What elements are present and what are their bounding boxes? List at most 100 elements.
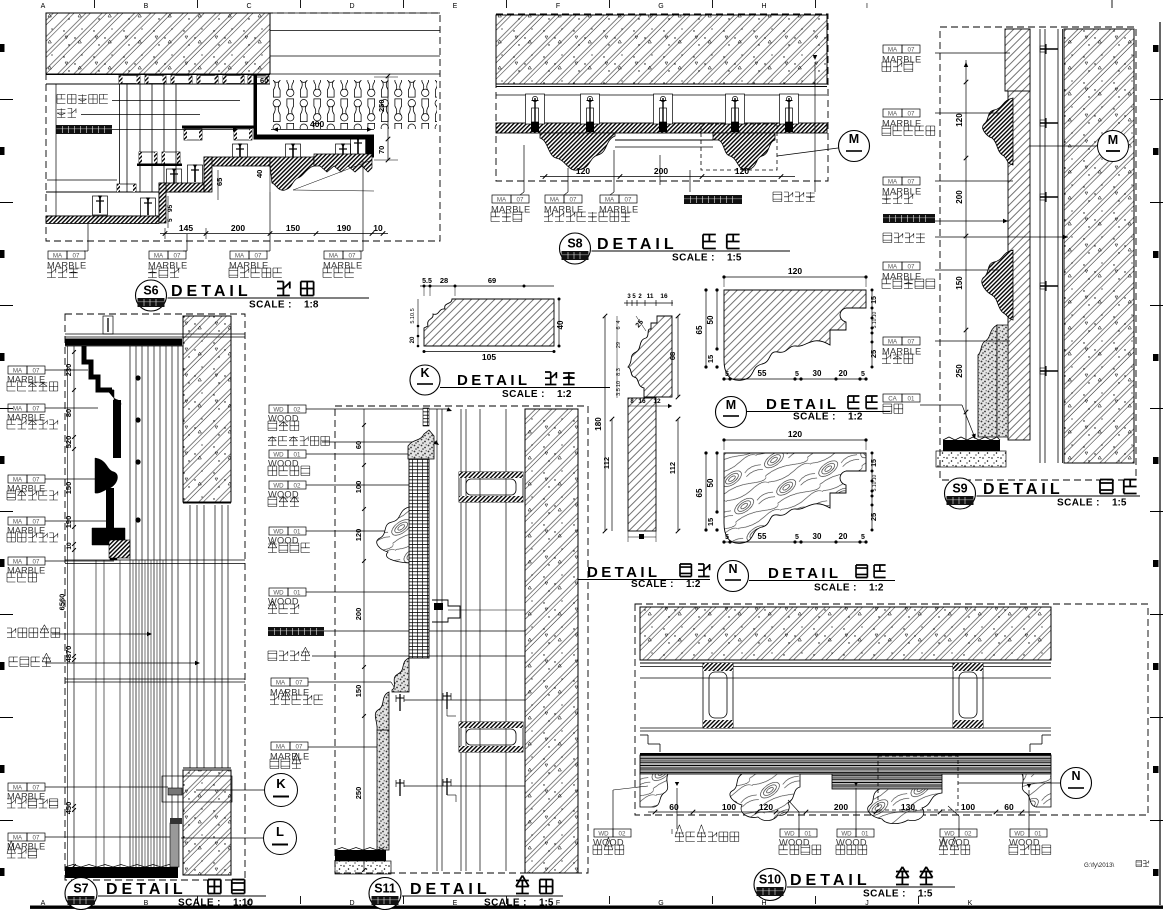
svg-text:65: 65 <box>215 178 224 186</box>
svg-text:01: 01 <box>294 589 301 596</box>
svg-text:MA: MA <box>605 196 615 203</box>
svg-text:5.5: 5.5 <box>422 278 432 285</box>
svg-text:07: 07 <box>908 178 915 185</box>
svg-text:07: 07 <box>33 476 40 483</box>
svg-text:MA: MA <box>888 263 898 270</box>
svg-text:95: 95 <box>167 204 174 212</box>
svg-text:MARBLE: MARBLE <box>270 688 309 698</box>
svg-text:1:8: 1:8 <box>304 300 319 311</box>
svg-text:WOOD: WOOD <box>779 838 810 848</box>
svg-text:WOOD: WOOD <box>268 490 299 500</box>
svg-text:N: N <box>1071 769 1080 783</box>
svg-text:80: 80 <box>64 409 73 417</box>
svg-text:120: 120 <box>788 266 802 276</box>
svg-text:60: 60 <box>260 76 268 85</box>
svg-text:250: 250 <box>354 787 363 800</box>
svg-text:3.5: 3.5 <box>616 388 622 396</box>
svg-text:1:5: 1:5 <box>727 253 742 264</box>
svg-text:12: 12 <box>653 398 661 405</box>
svg-text:1:2: 1:2 <box>869 583 884 594</box>
svg-text:MA: MA <box>329 252 339 259</box>
svg-text:B: B <box>144 3 149 10</box>
svg-text:180: 180 <box>594 417 603 431</box>
svg-text:MA: MA <box>497 196 507 203</box>
svg-text:1:5: 1:5 <box>918 889 933 900</box>
svg-text:60: 60 <box>354 441 363 449</box>
svg-text:WD: WD <box>944 830 955 837</box>
svg-text:15: 15 <box>706 518 715 526</box>
svg-text:MA: MA <box>154 252 164 259</box>
svg-text:G: G <box>658 3 663 10</box>
svg-text:L: L <box>276 824 284 839</box>
svg-text:5: 5 <box>795 371 799 378</box>
svg-text:MARBLE: MARBLE <box>7 526 45 536</box>
svg-text:DETAIL: DETAIL <box>171 283 252 300</box>
svg-text:1:2: 1:2 <box>686 579 701 590</box>
svg-text:11: 11 <box>647 293 654 300</box>
svg-text:07: 07 <box>33 784 40 791</box>
svg-text:01: 01 <box>294 451 301 458</box>
svg-text:15: 15 <box>706 355 715 363</box>
svg-text:8.3: 8.3 <box>616 368 622 376</box>
svg-text:40: 40 <box>556 320 565 329</box>
svg-text:DETAIL: DETAIL <box>768 565 841 582</box>
svg-text:WOOD: WOOD <box>268 536 299 546</box>
svg-text:25: 25 <box>869 350 878 358</box>
svg-text:WD: WD <box>841 830 852 837</box>
svg-text:07: 07 <box>908 110 915 117</box>
svg-text:WD: WD <box>273 406 284 413</box>
svg-text:5: 5 <box>861 534 865 541</box>
svg-text:MA: MA <box>13 518 23 525</box>
svg-text:145: 145 <box>179 223 193 233</box>
svg-text:B: B <box>144 900 149 907</box>
svg-text:25: 25 <box>635 319 645 330</box>
svg-text:A: A <box>41 900 46 907</box>
svg-text:WOOD: WOOD <box>939 838 970 848</box>
svg-text:200: 200 <box>955 190 964 204</box>
svg-text:07: 07 <box>33 405 40 412</box>
svg-text:07: 07 <box>33 558 40 565</box>
svg-text:07: 07 <box>570 196 577 203</box>
svg-text:SCALE :: SCALE : <box>502 389 545 400</box>
svg-text:250: 250 <box>955 364 964 378</box>
svg-text:3: 3 <box>627 294 631 300</box>
svg-text:SCALE :: SCALE : <box>249 300 292 311</box>
svg-text:G: G <box>658 900 663 907</box>
svg-text:120: 120 <box>788 429 802 439</box>
svg-text:DETAIL: DETAIL <box>410 881 491 898</box>
svg-text:WD: WD <box>273 589 284 596</box>
svg-text:I: I <box>866 3 868 10</box>
svg-text:16: 16 <box>660 293 668 300</box>
svg-text:01: 01 <box>294 528 301 535</box>
svg-text:07: 07 <box>33 834 40 841</box>
svg-text:8: 8 <box>630 399 634 405</box>
svg-text:SCALE :: SCALE : <box>863 889 906 900</box>
svg-text:5.10.5: 5.10.5 <box>410 308 416 323</box>
svg-text:200: 200 <box>231 223 245 233</box>
svg-text:69: 69 <box>488 276 496 285</box>
svg-text:5: 5 <box>795 534 799 541</box>
svg-text:C: C <box>246 900 251 907</box>
svg-text:150: 150 <box>955 276 964 290</box>
svg-text:WOOD: WOOD <box>836 838 867 848</box>
svg-text:MA: MA <box>13 558 23 565</box>
svg-text:02: 02 <box>294 482 301 489</box>
svg-text:WD: WD <box>273 528 284 535</box>
svg-text:01: 01 <box>862 830 869 837</box>
svg-text:MA: MA <box>13 476 23 483</box>
svg-text:112: 112 <box>602 457 611 469</box>
svg-text:190: 190 <box>64 516 73 529</box>
svg-text:F: F <box>556 900 560 907</box>
svg-text:105: 105 <box>482 352 496 362</box>
svg-text:15: 15 <box>871 296 878 304</box>
svg-text:N: N <box>728 562 737 576</box>
svg-text:MARBLE: MARBLE <box>882 187 921 197</box>
svg-text:MARBLE: MARBLE <box>148 261 187 271</box>
svg-text:100: 100 <box>354 481 363 494</box>
svg-text:SCALE :: SCALE : <box>631 579 674 590</box>
svg-text:MA: MA <box>550 196 560 203</box>
svg-text:MARBLE: MARBLE <box>7 375 45 385</box>
svg-text:200: 200 <box>354 608 363 621</box>
svg-text:07: 07 <box>296 743 303 750</box>
svg-text:07: 07 <box>349 252 356 259</box>
